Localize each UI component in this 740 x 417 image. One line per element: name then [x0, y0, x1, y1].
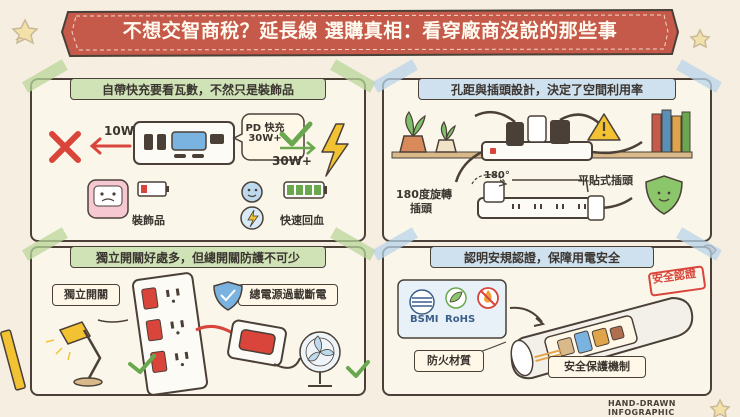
safety-mechanism-label: 安全保護機制 [548, 356, 646, 378]
rotate-plug-label-line1: 180度旋轉 [396, 188, 452, 201]
master-overload-label: 總電源過載斷電 [238, 284, 338, 306]
rotate-degree-label: 180° [484, 170, 510, 181]
warning-icon [587, 113, 621, 141]
flat-plug-power-strip-icon [471, 174, 633, 221]
rohs-label: RoHS [445, 314, 476, 325]
panel1-illustration [49, 113, 349, 230]
flat-plug-label: 平貼式插頭 [578, 174, 633, 187]
plant-icon [435, 120, 457, 153]
title-banner [60, 8, 680, 58]
panel1-heading: 自帶快充要看瓦數，不然只是裝飾品 [70, 78, 326, 100]
desk-lamp-icon [45, 321, 103, 387]
bsmi-logo-icon [409, 289, 435, 315]
pd-label: PD 快充 [245, 123, 285, 134]
decor-label: 裝飾品 [132, 214, 165, 227]
crowded-power-strip-icon [454, 110, 643, 183]
panel4-illustration [397, 265, 706, 380]
red-x-icon [49, 131, 81, 163]
charger-device-icon [133, 121, 235, 165]
green-check-icon [279, 121, 313, 147]
high-watt-label: 30W+ [272, 154, 312, 168]
panel4-heading: 認明安規認證，保障用電安全 [430, 246, 654, 268]
shield-check-icon [645, 175, 683, 215]
rohs-leaf-icon [445, 287, 467, 309]
lightning-icon [321, 123, 349, 177]
sad-device-icon [87, 179, 129, 219]
footer-credit: HAND-DRAWN INFOGRAPHIC [608, 399, 676, 417]
pointer-line [97, 319, 129, 323]
right-arrow-icon [280, 141, 316, 155]
shield-check-icon [213, 281, 243, 311]
panel3-illustration [45, 272, 370, 396]
rotate-plug-label-line2: 插頭 [410, 202, 432, 215]
books-icon [651, 109, 691, 153]
stamp-icon [648, 265, 706, 297]
low-watt-label: 10W [104, 124, 134, 138]
green-check-icon [128, 354, 156, 374]
full-battery-icon [283, 181, 327, 199]
master-switch-icon [227, 319, 301, 369]
switch-power-strip-icon [131, 272, 209, 396]
independent-switch-label: 獨立開關 [52, 284, 120, 306]
left-arrow-icon [89, 137, 132, 155]
fast-charge-label: 快速回血 [280, 214, 324, 227]
certification-card-icon [397, 279, 507, 339]
low-battery-icon [137, 181, 169, 197]
panel2-illustration [391, 109, 693, 221]
panel3-heading: 獨立開關好處多，但總開關防護不可少 [70, 246, 326, 268]
pencil-icon [0, 329, 26, 391]
plant-icon [399, 110, 427, 153]
happy-charger-icon [240, 181, 264, 230]
panel2-heading: 孔距與插頭設計，決定了空間利用率 [418, 78, 676, 100]
page-title: 不想交智商稅？延長線 選購真相：看穿廠商沒說的那些事 [122, 20, 618, 42]
fan-icon [299, 331, 341, 387]
no-fire-icon [477, 287, 499, 309]
pointer-arrow-icon [509, 306, 543, 323]
green-check-icon [346, 360, 370, 378]
bsmi-label: BSMI [410, 314, 439, 325]
pd-watt-label: 30W+ [248, 133, 282, 144]
fire-resistant-label: 防火材質 [414, 350, 484, 372]
